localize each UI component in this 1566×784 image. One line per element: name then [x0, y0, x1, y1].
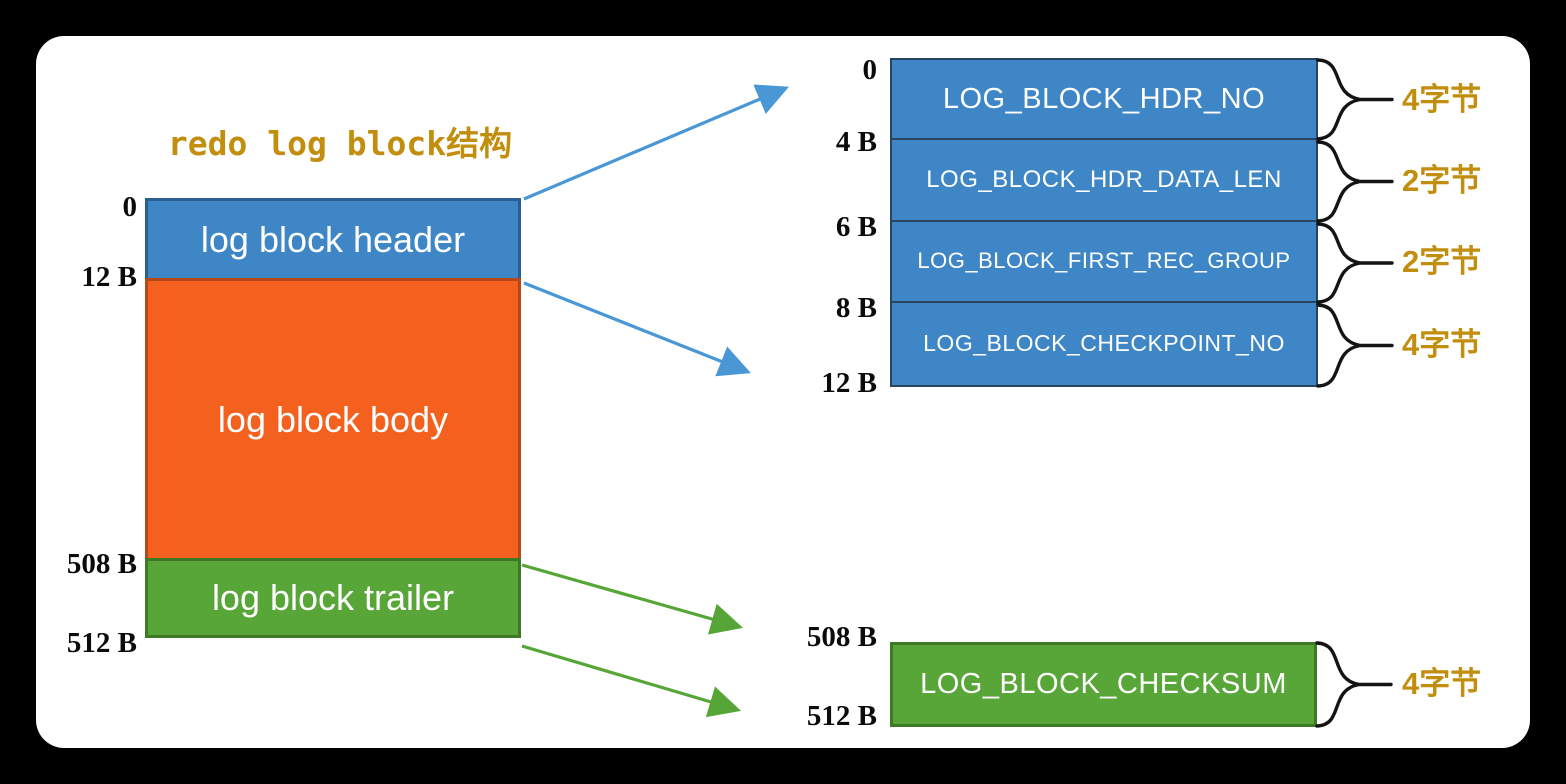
log-block-trailer-label: log block trailer [211, 577, 455, 618]
left-offset-508b: 508 B [66, 548, 137, 580]
size-label-hdr-no: 4字节 [1402, 82, 1482, 117]
hdr-offset-6b: 6 B [835, 211, 877, 243]
hdr-offset-4b: 4 B [835, 126, 877, 158]
field-log-block-hdr-no-label: LOG_BLOCK_HDR_NO [942, 82, 1266, 115]
field-log-block-checkpoint-no: LOG_BLOCK_CHECKPOINT_NO [890, 300, 1318, 387]
size-label-checksum: 4字节 [1402, 666, 1482, 701]
size-label-hdr-data-len: 2字节 [1402, 163, 1482, 198]
left-offset-0: 0 [122, 191, 138, 223]
field-log-block-first-rec-group: LOG_BLOCK_FIRST_REC_GROUP [890, 219, 1318, 303]
size-label-first-rec-group: 2字节 [1402, 244, 1482, 279]
diagram-title: redo log block结构 [167, 124, 513, 163]
redo-log-block: log block header log block body log bloc… [145, 198, 521, 638]
log-block-trailer-section: log block trailer [145, 558, 521, 638]
log-block-header-section: log block header [145, 198, 521, 281]
left-offset-512b: 512 B [66, 627, 137, 659]
field-log-block-hdr-data-len-label: LOG_BLOCK_HDR_DATA_LEN [926, 165, 1282, 193]
field-log-block-first-rec-group-label: LOG_BLOCK_FIRST_REC_GROUP [917, 248, 1291, 274]
hdr-offset-8b: 8 B [835, 292, 877, 324]
trailer-offset-508b: 508 B [806, 621, 877, 653]
field-log-block-hdr-no: LOG_BLOCK_HDR_NO [890, 58, 1318, 140]
field-log-block-checksum-label: LOG_BLOCK_CHECKSUM [920, 668, 1287, 700]
hdr-offset-12b: 12 B [821, 367, 877, 399]
field-log-block-checkpoint-no-label: LOG_BLOCK_CHECKPOINT_NO [923, 330, 1285, 357]
left-offset-12b: 12 B [81, 261, 137, 293]
trailer-offset-512b: 512 B [806, 700, 877, 732]
field-log-block-checksum: LOG_BLOCK_CHECKSUM [890, 642, 1317, 727]
log-block-body-label: log block body [217, 398, 449, 440]
size-label-checkpoint-no: 4字节 [1402, 327, 1482, 362]
log-block-header-label: log block header [200, 218, 466, 260]
field-log-block-hdr-data-len: LOG_BLOCK_HDR_DATA_LEN [890, 137, 1318, 222]
log-block-body-section: log block body [145, 278, 521, 561]
hdr-offset-0: 0 [862, 54, 878, 86]
